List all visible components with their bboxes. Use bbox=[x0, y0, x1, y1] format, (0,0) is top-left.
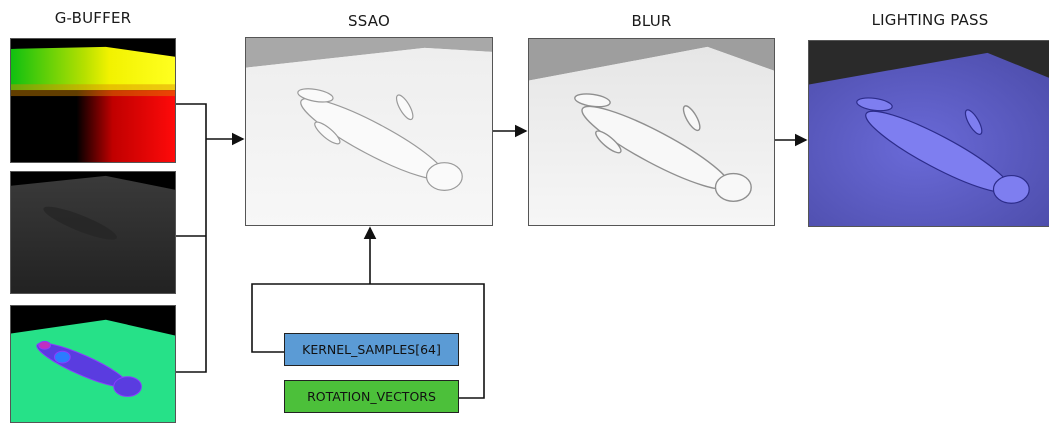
gbuffer-title: G-BUFFER bbox=[54, 9, 132, 27]
lighting-pass-image bbox=[808, 40, 1049, 227]
lighting-pass-title: LIGHTING PASS bbox=[871, 11, 989, 29]
kernel-samples-box: KERNEL_SAMPLES[64] bbox=[284, 333, 459, 366]
blur-output-image bbox=[528, 38, 775, 226]
rotation-vectors-box: ROTATION_VECTORS bbox=[284, 380, 459, 413]
ssao-title: SSAO bbox=[348, 12, 390, 30]
ssao-output-image bbox=[245, 37, 493, 226]
gbuffer-depth-image bbox=[10, 171, 176, 294]
blur-title: BLUR bbox=[631, 12, 672, 30]
gbuffer-position-image bbox=[10, 38, 176, 163]
